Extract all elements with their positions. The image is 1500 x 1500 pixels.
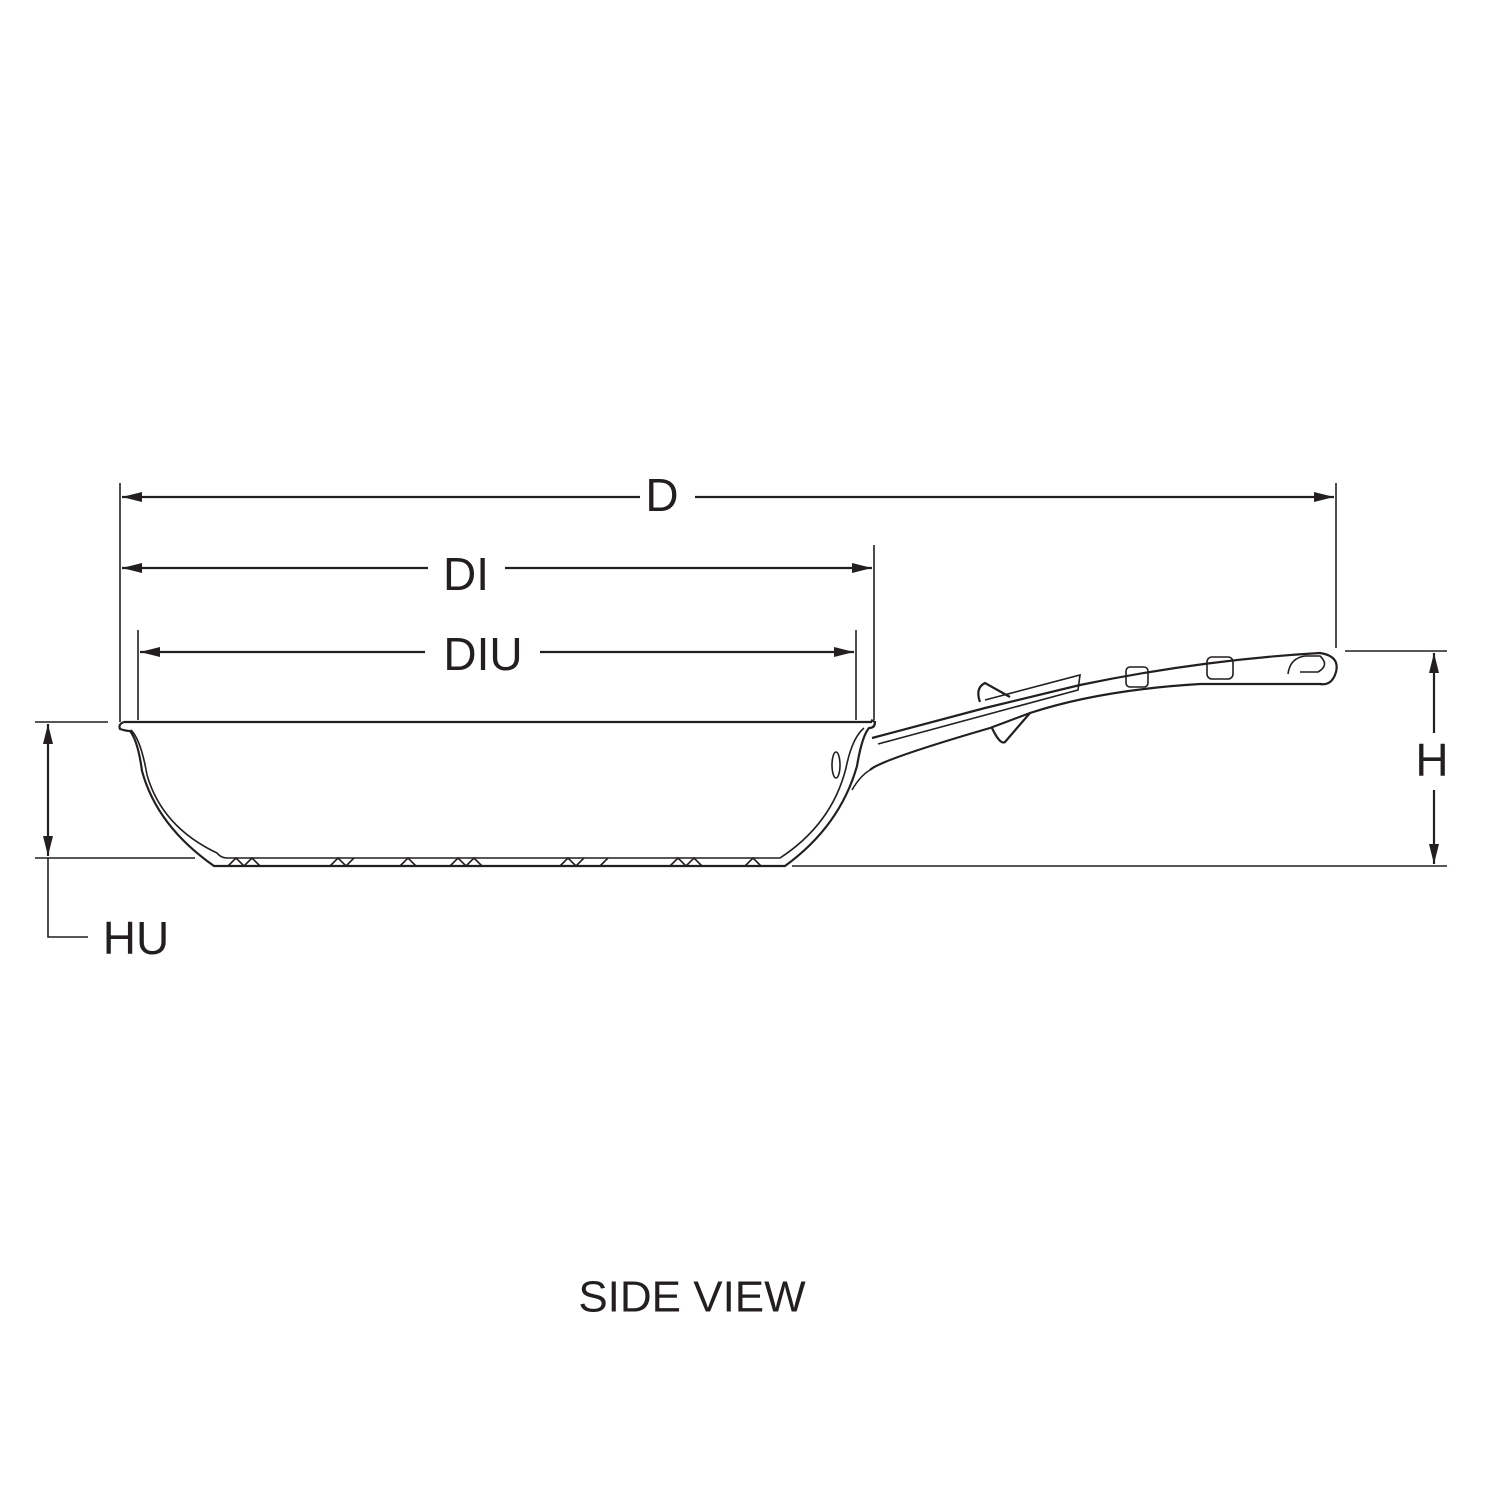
handle-thumb-rest (977, 681, 1031, 744)
handle-inner-line (877, 673, 1081, 745)
rivet (831, 751, 841, 779)
pan-body (118, 719, 877, 868)
pan-base-hatching (227, 856, 762, 868)
dimension-h: H (792, 650, 1449, 867)
dimension-diu: DIU (137, 628, 857, 720)
dimension-label-h: H (1415, 734, 1448, 786)
dimension-di: DI (122, 545, 875, 720)
handle-slot (1125, 666, 1149, 688)
pan-handle (851, 651, 1338, 791)
pan-inner-wall (130, 727, 865, 859)
dimension-label-d: D (645, 469, 678, 521)
dimension-label-di: DI (443, 548, 489, 600)
handle-outline (869, 651, 1338, 771)
handle-slot (1206, 656, 1234, 680)
dimension-d: D (119, 469, 1337, 722)
dimension-hu: HU (35, 721, 195, 964)
pan-outer-wall (118, 719, 877, 868)
view-title: SIDE VIEW (578, 1273, 806, 1322)
dimension-label-diu: DIU (443, 628, 522, 680)
dimension-label-hu: HU (103, 912, 169, 964)
leader-line (47, 858, 88, 938)
handle-bracket (851, 769, 871, 791)
handle-hanging-hole (1287, 655, 1326, 675)
